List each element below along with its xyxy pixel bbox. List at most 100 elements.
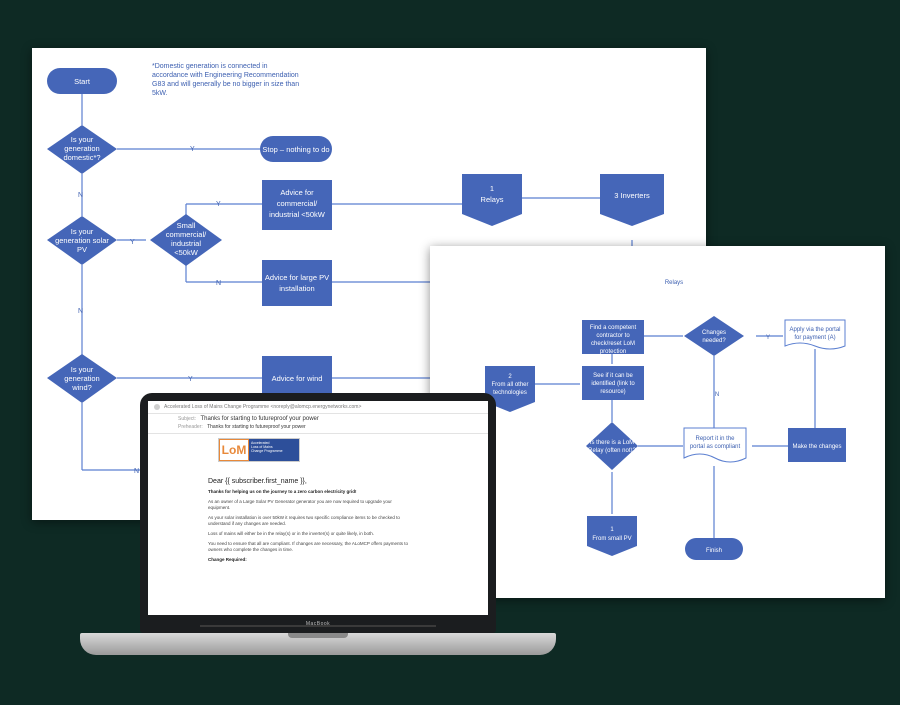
domestic-decision (47, 125, 117, 174)
make-changes-box (788, 428, 846, 462)
sender-avatar-icon (154, 404, 160, 410)
flowchart-sheet-relays: 2 From all other technologies Find a com… (430, 246, 885, 598)
email-para-5: You need to ensure that all are complian… (208, 541, 408, 552)
small-q-3: industrial (171, 239, 201, 248)
relays-shapes (485, 316, 846, 560)
no-label: N (78, 192, 83, 199)
email-subject-row: Subject: Thanks for starting to futurepr… (148, 414, 488, 422)
email-preheader-row: Preheader: Thanks for starting to future… (148, 422, 488, 434)
report-1: Report it in the (695, 436, 735, 442)
see-if-1: See if it can be (593, 373, 633, 379)
other-tech-offpage (485, 366, 535, 412)
lom-relay-decision (586, 422, 638, 470)
lom-logo-mark: LoM (219, 439, 249, 461)
domestic-q-1: Is your (71, 135, 94, 144)
advice-commercial-1: Advice for (280, 188, 314, 197)
see-if-box (582, 366, 644, 400)
wind-q-1: Is your (71, 365, 94, 374)
start-terminal (47, 68, 117, 94)
email-para-2: As an owner of a Large Solar PV Generato… (208, 499, 392, 510)
inverters-label: 3 Inverters (614, 191, 650, 200)
small-commercial-decision (150, 214, 222, 266)
find-4: protection (600, 349, 626, 355)
relays-offpage (462, 174, 522, 226)
solar-q-2: generation solar (55, 236, 109, 245)
laptop-notch (288, 633, 348, 638)
stop-terminal (260, 136, 332, 162)
logo-text-line: Loss of Mains (251, 445, 273, 449)
see-if-2: identified (link to (591, 381, 635, 387)
email-body: Dear {{ subscriber.first_name }}, Thanks… (148, 462, 408, 563)
no-label: N (78, 308, 83, 315)
advice-large-2: installation (279, 284, 314, 293)
laptop-screen: Accelerated Loss of Mains Change Program… (148, 401, 488, 615)
changes-1: Changes (702, 330, 726, 336)
wind-q-2: generation (64, 374, 99, 383)
yes-label: Y (190, 146, 195, 153)
advice-wind-label: Advice for wind (272, 374, 323, 383)
email-preheader: Thanks for starting to futureproof your … (207, 424, 306, 430)
laptop-lid: Accelerated Loss of Mains Change Program… (140, 393, 496, 633)
advice-commercial-box (262, 180, 332, 230)
find-2: contractor to (596, 333, 630, 339)
laptop-brand: MacBook (305, 621, 331, 627)
email-para-1: Thanks for helping us on the journey to … (208, 489, 357, 494)
finish-label: Finish (706, 548, 722, 554)
yes-label: Y (766, 335, 770, 341)
find-3: check/reset LoM (591, 341, 635, 347)
no-label: N (134, 468, 139, 475)
apply-1: Apply via the portal (789, 327, 840, 333)
relays-label: Relays (481, 195, 504, 204)
find-1: Find a competent (590, 325, 637, 331)
wind-q-3: wind? (71, 383, 92, 392)
report-compliant-document (683, 427, 747, 463)
lom-logo-text: Accelerated Loss of Mains Change Program… (249, 439, 299, 461)
lom-relay-2: Relay (often not)? (588, 448, 636, 454)
other-tech-1: 2 (508, 374, 512, 380)
changes-2: needed? (702, 338, 726, 344)
start-label: Start (74, 77, 91, 86)
main-shapes (47, 68, 664, 403)
flowchart-main: Start Is your generation domestic*? Stop… (47, 63, 664, 475)
apply-2: for payment (A) (794, 335, 835, 341)
other-tech-3: technologies (493, 390, 527, 396)
finish-terminal (685, 538, 743, 560)
small-pv-offpage (587, 516, 637, 556)
no-label: N (216, 280, 221, 287)
inverters-offpage (600, 174, 664, 226)
lom-logo: LoM Accelerated Loss of Mains Change Pro… (218, 438, 300, 462)
stop-label: Stop – nothing to do (262, 145, 329, 154)
yes-label: Y (130, 239, 135, 246)
solar-q-3: PV (77, 245, 87, 254)
email-para-3: As your solar installation is over 50kW … (208, 515, 400, 526)
solar-q-1: Is your (71, 227, 94, 236)
small-q-1: Small (177, 221, 196, 230)
small-q-2: commercial/ (166, 230, 207, 239)
email-para-6: Change Required: (208, 557, 247, 562)
relays-num: 1 (490, 184, 494, 193)
apply-portal-document (784, 319, 846, 350)
changes-decision (684, 316, 744, 356)
advice-wind-box (262, 356, 332, 400)
make-changes-label: Make the changes (792, 444, 841, 450)
advice-large-box (262, 260, 332, 306)
email-greeting: Dear {{ subscriber.first_name }}, (208, 478, 307, 485)
wind-decision (47, 354, 117, 403)
yes-label: Y (216, 201, 221, 208)
relays-connectors (535, 335, 816, 540)
domestic-q-3: domestic*? (63, 153, 100, 162)
small-pv-1: 1 (610, 527, 614, 533)
laptop-base (80, 633, 556, 655)
email-subject: Thanks for starting to futureproof your … (200, 416, 319, 422)
main-connectors (81, 94, 633, 471)
domestic-q-2: generation (64, 144, 99, 153)
relays-title: Relays (665, 280, 683, 286)
small-q-4: <50kW (174, 248, 198, 257)
logo-text-line: Change Programme (251, 449, 283, 453)
note-line-2: accordance with Engineering Recommendati… (152, 72, 299, 79)
email-from-bar: Accelerated Loss of Mains Change Program… (148, 401, 488, 414)
see-if-3: resource) (600, 389, 625, 395)
solar-decision (47, 216, 117, 265)
email-para-4: Loss of mains will either be in the rela… (208, 531, 374, 536)
subject-label: Subject: (178, 416, 197, 422)
